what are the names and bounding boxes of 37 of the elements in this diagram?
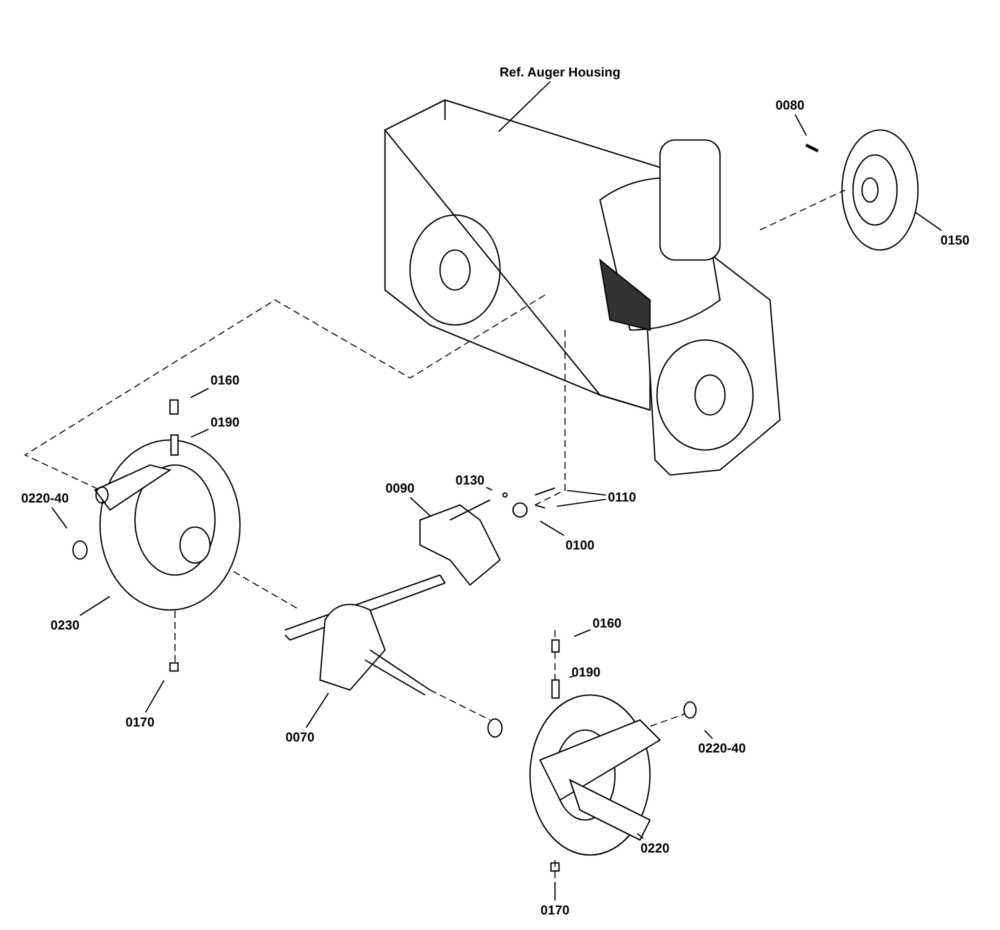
callout-number: 0150 bbox=[940, 232, 970, 248]
leader-line bbox=[190, 428, 209, 438]
leader-line bbox=[794, 114, 807, 136]
callout-number: 0080 bbox=[776, 98, 804, 112]
leader-line bbox=[556, 498, 606, 507]
callout-number: 0230 bbox=[50, 618, 80, 632]
callout-number: 0130 bbox=[456, 472, 484, 488]
callout-number: 0110 bbox=[608, 490, 636, 504]
leader-line bbox=[914, 211, 942, 231]
leader-line bbox=[51, 507, 68, 529]
callout-number: 0160 bbox=[210, 372, 240, 388]
callout-number: 0190 bbox=[572, 664, 600, 680]
leader-line bbox=[566, 490, 606, 496]
leader-line bbox=[80, 596, 110, 616]
callout-number: 0220-40 bbox=[698, 740, 746, 756]
leader-line bbox=[306, 692, 329, 728]
leader-line bbox=[569, 676, 574, 678]
leader-line bbox=[486, 486, 492, 491]
leader-line bbox=[636, 833, 644, 839]
leader-line bbox=[574, 629, 591, 638]
leader-line bbox=[540, 520, 564, 536]
callout-number: 0100 bbox=[566, 538, 594, 552]
callout-number: 0170 bbox=[540, 902, 570, 918]
callout-number: 0160 bbox=[592, 616, 622, 630]
callout-number: 0220 bbox=[640, 840, 670, 856]
callout-number: 0090 bbox=[386, 480, 414, 496]
callout-number: 0190 bbox=[210, 414, 240, 430]
leader-line bbox=[704, 730, 713, 739]
leader-line bbox=[554, 882, 556, 900]
leader-line bbox=[144, 680, 165, 713]
leader-line bbox=[190, 388, 209, 398]
callout-number: 0170 bbox=[126, 714, 154, 730]
leader-line bbox=[498, 81, 551, 132]
callout-number: 0070 bbox=[286, 730, 314, 744]
callout-number: Ref. Auger Housing bbox=[500, 64, 620, 80]
leader-line bbox=[410, 497, 432, 518]
callout-number: 0220-40 bbox=[21, 490, 69, 506]
